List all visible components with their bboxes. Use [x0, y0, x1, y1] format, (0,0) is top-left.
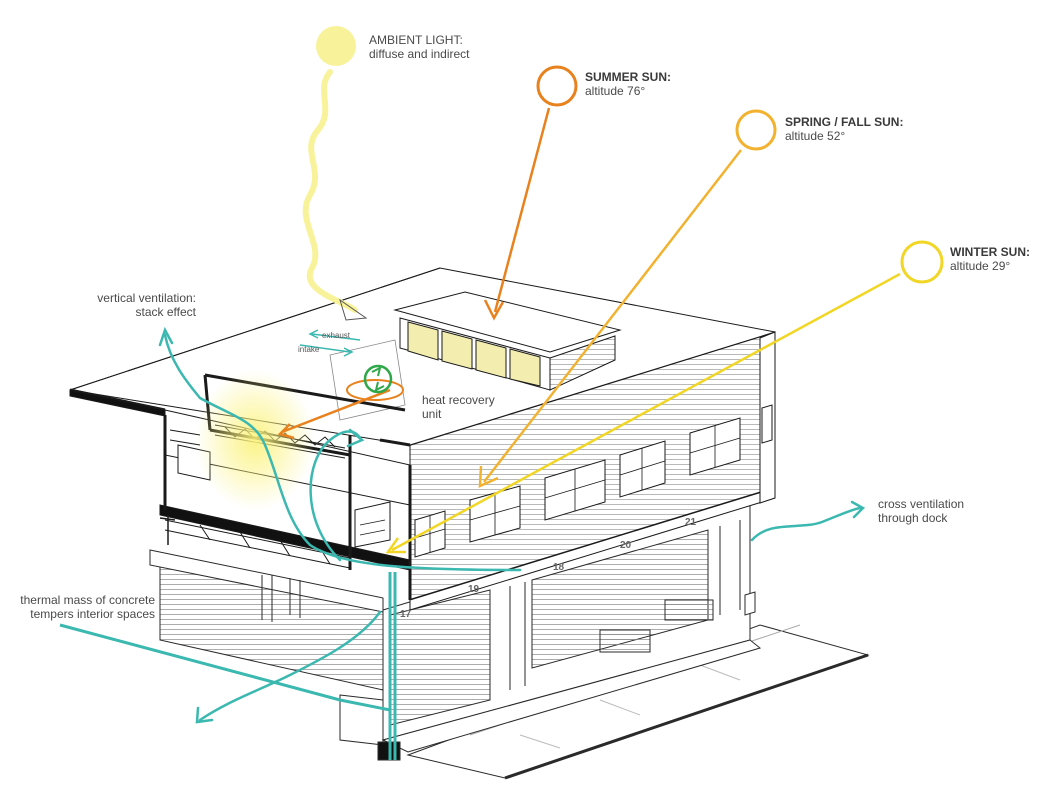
intake-label: intake — [298, 345, 320, 354]
floor-joists — [164, 519, 351, 569]
bay-numbers: 17 19 18 20 21 — [400, 517, 697, 620]
second-floor — [409, 331, 776, 611]
daylight-glow — [195, 370, 315, 510]
summer-interior-ray — [281, 388, 391, 434]
summer-sun-label: SUMMER SUN: altitude 76° — [585, 70, 671, 98]
cross-ventilation-label: cross ventilation through dock — [878, 497, 964, 525]
spring-fall-detail: altitude 52° — [785, 129, 846, 143]
winter-title: WINTER SUN: — [950, 245, 1030, 259]
winter-sun-icon — [900, 240, 944, 284]
ambient-arrowhead — [339, 298, 368, 321]
heat-recovery-line2: unit — [422, 407, 442, 421]
window-mullions — [414, 425, 741, 553]
summer-title: SUMMER SUN: — [585, 70, 671, 84]
spring-fall-arrowhead — [478, 465, 499, 488]
ambient-detail: diffuse and indirect — [369, 47, 470, 61]
spring-fall-sun-icon — [735, 109, 777, 151]
bay-number: 18 — [553, 562, 565, 573]
bay-number: 17 — [400, 609, 412, 620]
ambient-light-label: AMBIENT LIGHT: diffuse and indirect — [369, 33, 470, 61]
winter-arrowhead — [385, 537, 406, 554]
heat-recovery-line1: heat recovery — [422, 393, 495, 407]
summer-interior-arrowhead — [277, 423, 295, 440]
intake-arrow — [299, 344, 351, 353]
summer-sun-ray — [493, 107, 551, 313]
ground-floor — [149, 499, 762, 761]
stack-line2: stack effect — [135, 305, 196, 319]
intake-arrowhead — [343, 347, 354, 357]
winter-detail: altitude 29° — [950, 259, 1011, 273]
exhaust-label: exhaust — [322, 331, 351, 340]
summer-arrowhead — [483, 299, 505, 321]
exhaust-arrowhead — [308, 329, 319, 339]
thermal-mass-label: thermal mass of concrete tempers interio… — [5, 593, 155, 621]
winter-sun-label: WINTER SUN: altitude 29° — [950, 245, 1030, 273]
summer-detail: altitude 76° — [585, 84, 646, 98]
clerestory-windows — [407, 321, 541, 387]
spring-fall-title: SPRING / FALL SUN: — [785, 115, 904, 129]
thermal-duct — [59, 572, 397, 760]
exhaust-arrow — [311, 333, 361, 341]
ventilation-flows — [158, 326, 866, 724]
bay-number: 20 — [620, 540, 632, 551]
cross-vent-line1: cross ventilation — [878, 497, 965, 511]
heat-recovery-label: heat recovery unit — [422, 393, 495, 421]
bay-number: 19 — [468, 584, 480, 595]
ambient-light-ray — [302, 69, 358, 313]
winter-sun-ray — [391, 272, 901, 552]
cross-vent-line2: through dock — [878, 511, 948, 525]
stack-line1: vertical ventilation: — [97, 291, 196, 305]
ambient-title: AMBIENT LIGHT: — [369, 33, 463, 47]
thermal-line1: thermal mass of concrete — [20, 593, 155, 607]
spring-fall-sun-ray — [483, 149, 742, 483]
heat-recovery-unit-icon — [346, 364, 404, 401]
summer-sun-icon — [536, 65, 578, 107]
bay-number: 21 — [685, 517, 697, 528]
stack-effect-label: vertical ventilation: stack effect — [70, 291, 196, 319]
spring-fall-sun-label: SPRING / FALL SUN: altitude 52° — [785, 115, 903, 143]
ambient-sun-icon — [316, 26, 356, 66]
thermal-line2: tempers interior spaces — [30, 607, 155, 621]
